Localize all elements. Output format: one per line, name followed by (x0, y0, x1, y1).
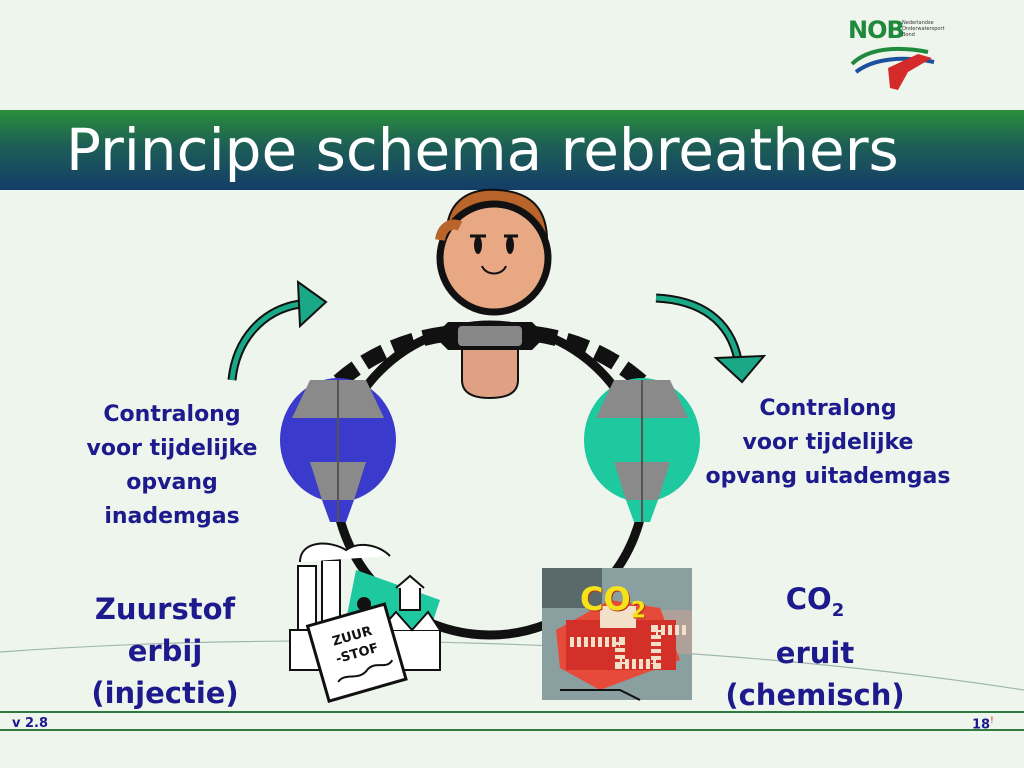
diver-icon (850, 46, 935, 90)
co2-art-label: CO2 (580, 580, 646, 624)
co2-formula: CO2 (785, 582, 845, 621)
page-number: 18! (972, 716, 994, 733)
inhale-counterlung (280, 378, 396, 522)
co2-scrubber-clipart (542, 568, 692, 701)
oxygen-factory-clipart: ZUUR -STOF (289, 542, 441, 703)
page-title: Principe schema rebreathers (66, 116, 899, 184)
exhale-flow-arrow (655, 293, 767, 384)
version-label: v 2.8 (12, 716, 49, 731)
diver-head (435, 188, 552, 400)
exhale-bag-label: Contralong voor tijdelijke opvang uitade… (705, 396, 951, 489)
title-bar: Principe schema rebreathers (0, 110, 1024, 190)
nob-logo: NOB Nederlandse Onderwatersport Bond (848, 14, 958, 92)
logo-wordmark: NOB (848, 16, 905, 44)
logo-subtitle: Nederlandse Onderwatersport Bond (902, 20, 945, 38)
inhale-bag-label: Contralong voor tijdelijke opvang inadem… (86, 402, 258, 529)
exhale-counterlung (584, 378, 700, 522)
inhale-flow-arrow (227, 279, 328, 381)
co2-removal-label: CO2 eruit (chemisch) (700, 578, 930, 716)
oxygen-injection-label: Zuurstof erbij (injectie) (91, 592, 239, 710)
mouthpiece (434, 322, 546, 350)
